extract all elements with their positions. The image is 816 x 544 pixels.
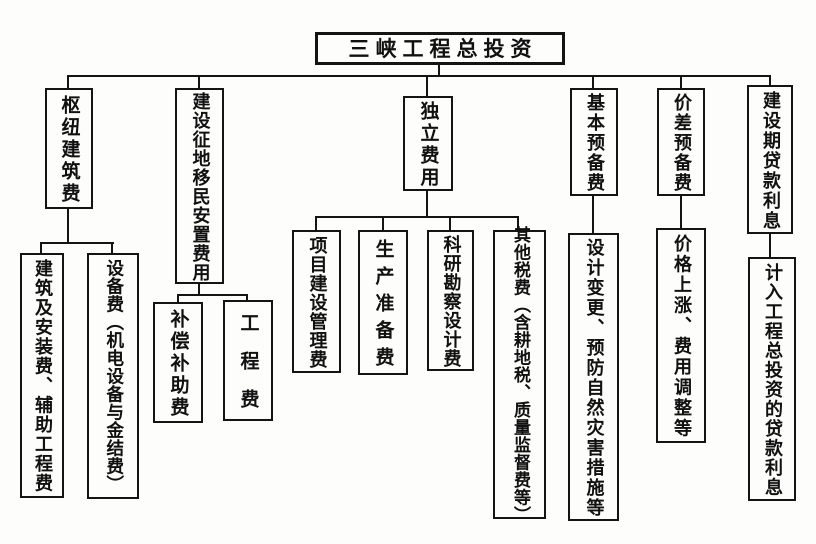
node-research-survey-design-cost: 科研勘察设计费 (427, 230, 474, 371)
node-equipment-cost-label: 设备费（机电设备与金结费） (103, 259, 124, 494)
node-land-resettlement-cost-label: 建设征地移民安置费用 (189, 91, 211, 282)
node-compensation-subsidy-cost: 补偿补助费 (153, 302, 203, 423)
node-engineering-cost-label: 工程费 (237, 313, 260, 427)
node-production-preparation-cost: 生产准备费 (358, 230, 408, 375)
node-independent-cost-label: 独立费用 (417, 101, 440, 189)
node-total-investment-label: 三峡工程总投资 (348, 36, 538, 61)
connector (177, 294, 248, 296)
node-hub-structure-cost: 枢纽建筑费 (45, 88, 93, 209)
connector (438, 63, 440, 77)
node-price-rise-adjustment-label: 价格上涨、费用调整等 (671, 234, 692, 440)
node-other-taxes-cost: 其他税费（含耕地税、质量监督费等） (493, 226, 546, 524)
connector (769, 233, 771, 258)
node-independent-cost: 独立费用 (403, 96, 453, 191)
node-other-taxes-cost-label: 其他税费（含耕地税、质量监督费等） (510, 226, 530, 524)
connector (769, 75, 771, 86)
node-capitalized-loan-interest: 计入工程总投资的贷款利息 (748, 257, 796, 501)
connector (177, 294, 179, 303)
connector (246, 294, 248, 301)
node-basic-contingency-label: 基本预备费 (584, 93, 605, 193)
node-price-rise-adjustment: 价格上涨、费用调整等 (656, 228, 706, 443)
node-compensation-subsidy-cost-label: 补偿补助费 (167, 309, 190, 419)
connector (449, 216, 451, 231)
node-price-contingency-label: 价差预备费 (671, 93, 692, 193)
node-design-change-contingency-label: 设计变更、预防自然灾害措施等 (583, 238, 605, 518)
node-price-contingency: 价差预备费 (657, 88, 705, 196)
connector (40, 242, 114, 244)
node-basic-contingency: 基本预备费 (570, 88, 618, 196)
node-construction-loan-interest-label: 建设期贷款利息 (760, 90, 781, 231)
node-research-survey-design-cost-label: 科研勘察设计费 (440, 234, 462, 368)
connector (67, 208, 69, 244)
connector (198, 75, 200, 89)
node-equipment-cost: 设备费（机电设备与金结费） (87, 253, 139, 499)
connector (426, 190, 428, 218)
connector (426, 75, 428, 97)
node-project-management-cost-label: 项目建设管理费 (306, 235, 328, 369)
connector (198, 283, 200, 296)
connector (111, 242, 113, 254)
connector (40, 242, 42, 254)
node-production-preparation-cost-label: 生产准备费 (372, 239, 395, 374)
connector (680, 195, 682, 229)
connector (592, 75, 594, 89)
connector (67, 75, 69, 89)
node-design-change-contingency: 设计变更、预防自然灾害措施等 (568, 233, 619, 521)
connector (592, 195, 594, 234)
node-land-resettlement-cost: 建设征地移民安置费用 (175, 88, 224, 284)
node-building-installation-cost: 建筑及安装费、辅助工程费 (20, 253, 64, 498)
connector (315, 216, 317, 231)
connector (517, 216, 519, 231)
node-construction-loan-interest: 建设期贷款利息 (747, 85, 793, 234)
connector (680, 75, 682, 89)
node-project-management-cost: 项目建设管理费 (292, 230, 341, 373)
node-hub-structure-cost-label: 枢纽建筑费 (58, 95, 81, 205)
connector (67, 75, 771, 77)
node-total-investment: 三峡工程总投资 (315, 32, 565, 65)
node-building-installation-cost-label: 建筑及安装费、辅助工程费 (32, 259, 53, 494)
node-engineering-cost: 工程费 (223, 300, 273, 427)
connector (315, 216, 519, 218)
connector (382, 216, 384, 231)
node-capitalized-loan-interest-label: 计入工程总投资的贷款利息 (762, 262, 783, 497)
